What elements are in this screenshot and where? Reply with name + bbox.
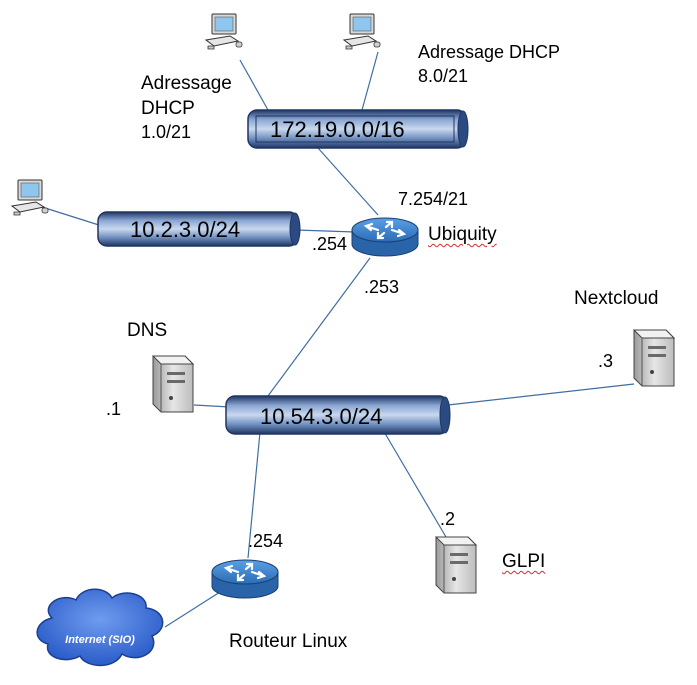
nextcloud-server-icon	[633, 329, 675, 387]
ubiquity-ip-bottom: .253	[364, 277, 400, 297]
pc-dhcp-1-icon	[205, 13, 243, 50]
nextcloud-label: Nextcloud	[574, 288, 659, 309]
network-label-10-54: 10.54.3.0/24	[260, 404, 382, 429]
pc-lan-10-2-icon	[11, 179, 49, 216]
link-pc3-bus102	[41, 206, 103, 227]
link-bus1054-nextcloud	[447, 383, 635, 406]
link-pc2-bus172	[361, 51, 379, 111]
link-router-linux-internet	[164, 591, 221, 628]
dns-label: DNS	[127, 320, 168, 341]
dns-ip: .1	[106, 399, 122, 419]
link-bus172-ubiquity	[317, 147, 379, 216]
link-bus102-ubiquity	[295, 229, 356, 233]
ubiquity-ip-top: 7.254/21	[398, 189, 469, 209]
glpi-server-icon	[435, 536, 477, 594]
linux-router-icon	[210, 558, 280, 600]
linux-router-label: Routeur Linux	[229, 631, 348, 652]
link-pc1-bus172	[239, 59, 269, 111]
link-dns-bus1054	[193, 404, 231, 408]
network-bus-10-54: 10.54.3.0/24	[225, 395, 451, 435]
network-label-10-2: 10.2.3.0/24	[130, 217, 240, 242]
links	[41, 51, 635, 628]
link-bus1054-glpi	[382, 429, 447, 538]
pc-dhcp-8-icon	[343, 13, 381, 50]
dhcp-right-label-line2: 8.0/21	[418, 66, 469, 86]
internet-label: Internet (SIO)	[65, 634, 135, 646]
ubiquity-router-icon	[350, 216, 420, 258]
ubiquity-ip-left: .254	[312, 234, 348, 254]
ubiquity-label-text: Ubiquity	[428, 224, 497, 245]
network-bus-172: 172.19.0.0/16	[247, 109, 469, 149]
dhcp-right-label-line1: Adressage DHCP	[418, 42, 561, 62]
nextcloud-ip: .3	[598, 351, 614, 371]
dhcp-left-label-line2: DHCP	[141, 98, 195, 119]
ubiquity-label: Ubiquity	[428, 223, 497, 246]
dhcp-left-label-line3: 1.0/21	[141, 122, 192, 142]
network-label-172: 172.19.0.0/16	[270, 117, 405, 142]
dhcp-left-label-line1: Adressage	[141, 73, 232, 94]
internet-cloud-icon: Internet (SIO)	[36, 588, 164, 667]
network-bus-10-2: 10.2.3.0/24	[97, 211, 301, 247]
dns-server-icon	[152, 355, 194, 413]
link-bus1054-router-linux	[247, 431, 261, 559]
glpi-label-text: GLPI	[502, 551, 546, 572]
link-ubiquity-bus1054	[264, 257, 371, 401]
glpi-label: GLPI	[502, 550, 545, 573]
linux-router-ip: .254	[248, 531, 284, 551]
glpi-ip: .2	[440, 509, 456, 529]
